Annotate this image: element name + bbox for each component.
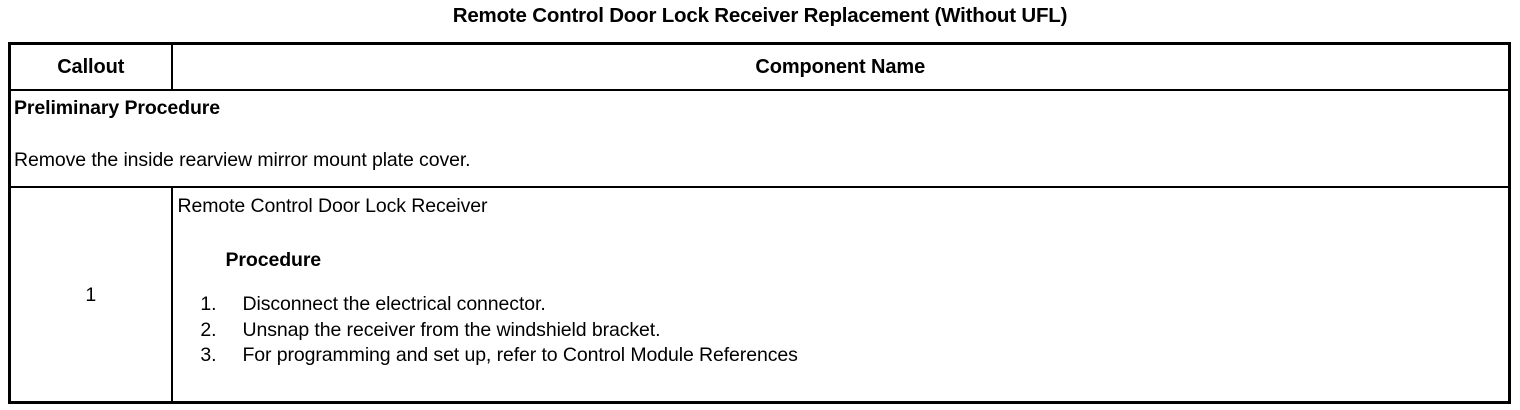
- preliminary-procedure-row: Preliminary Procedure Remove the inside …: [9, 90, 1510, 188]
- step-text: Unsnap the receiver from the windshield …: [242, 318, 661, 341]
- header-label-callout: Callout: [57, 56, 125, 78]
- table-header-row: Callout Component Name: [9, 43, 1510, 91]
- callout-number: 1: [85, 283, 97, 306]
- step-text: For programming and set up, refer to Con…: [242, 344, 798, 366]
- component-name-label: Remote Control Door Lock Receiver: [177, 195, 488, 217]
- step-number: 3.: [200, 344, 217, 366]
- callout-cell: 1: [9, 187, 173, 403]
- header-label-component-name: Component Name: [755, 56, 926, 78]
- procedure-step-list: 1. Disconnect the electrical connector. …: [178, 292, 1507, 369]
- procedure-table: Callout Component Name Preliminary Proce…: [8, 42, 1511, 404]
- step-number: 1.: [200, 293, 217, 315]
- list-item: 2. Unsnap the receiver from the windshie…: [193, 318, 1507, 344]
- preliminary-procedure-heading: Preliminary Procedure: [14, 97, 220, 119]
- procedure-subheading: Procedure: [225, 249, 322, 271]
- preliminary-procedure-text: Remove the inside rearview mirror mount …: [14, 149, 471, 171]
- component-detail-cell: Remote Control Door Lock Receiver Proced…: [172, 187, 1510, 403]
- list-item: 1. Disconnect the electrical connector.: [193, 292, 1507, 318]
- step-text: Disconnect the electrical connector.: [242, 293, 546, 315]
- table-row: 1 Remote Control Door Lock Receiver Proc…: [9, 187, 1510, 403]
- header-cell-component-name: Component Name: [171, 43, 1510, 91]
- component-detail-block: Remote Control Door Lock Receiver Proced…: [173, 188, 1509, 369]
- header-cell-callout: Callout: [9, 43, 173, 91]
- preliminary-procedure-cell: Preliminary Procedure Remove the inside …: [9, 90, 1510, 188]
- step-number: 2.: [200, 318, 217, 341]
- page-title: Remote Control Door Lock Receiver Replac…: [452, 4, 1068, 27]
- preliminary-procedure-block: Preliminary Procedure Remove the inside …: [11, 91, 1508, 172]
- list-item: 3. For programming and set up, refer to …: [193, 343, 1507, 369]
